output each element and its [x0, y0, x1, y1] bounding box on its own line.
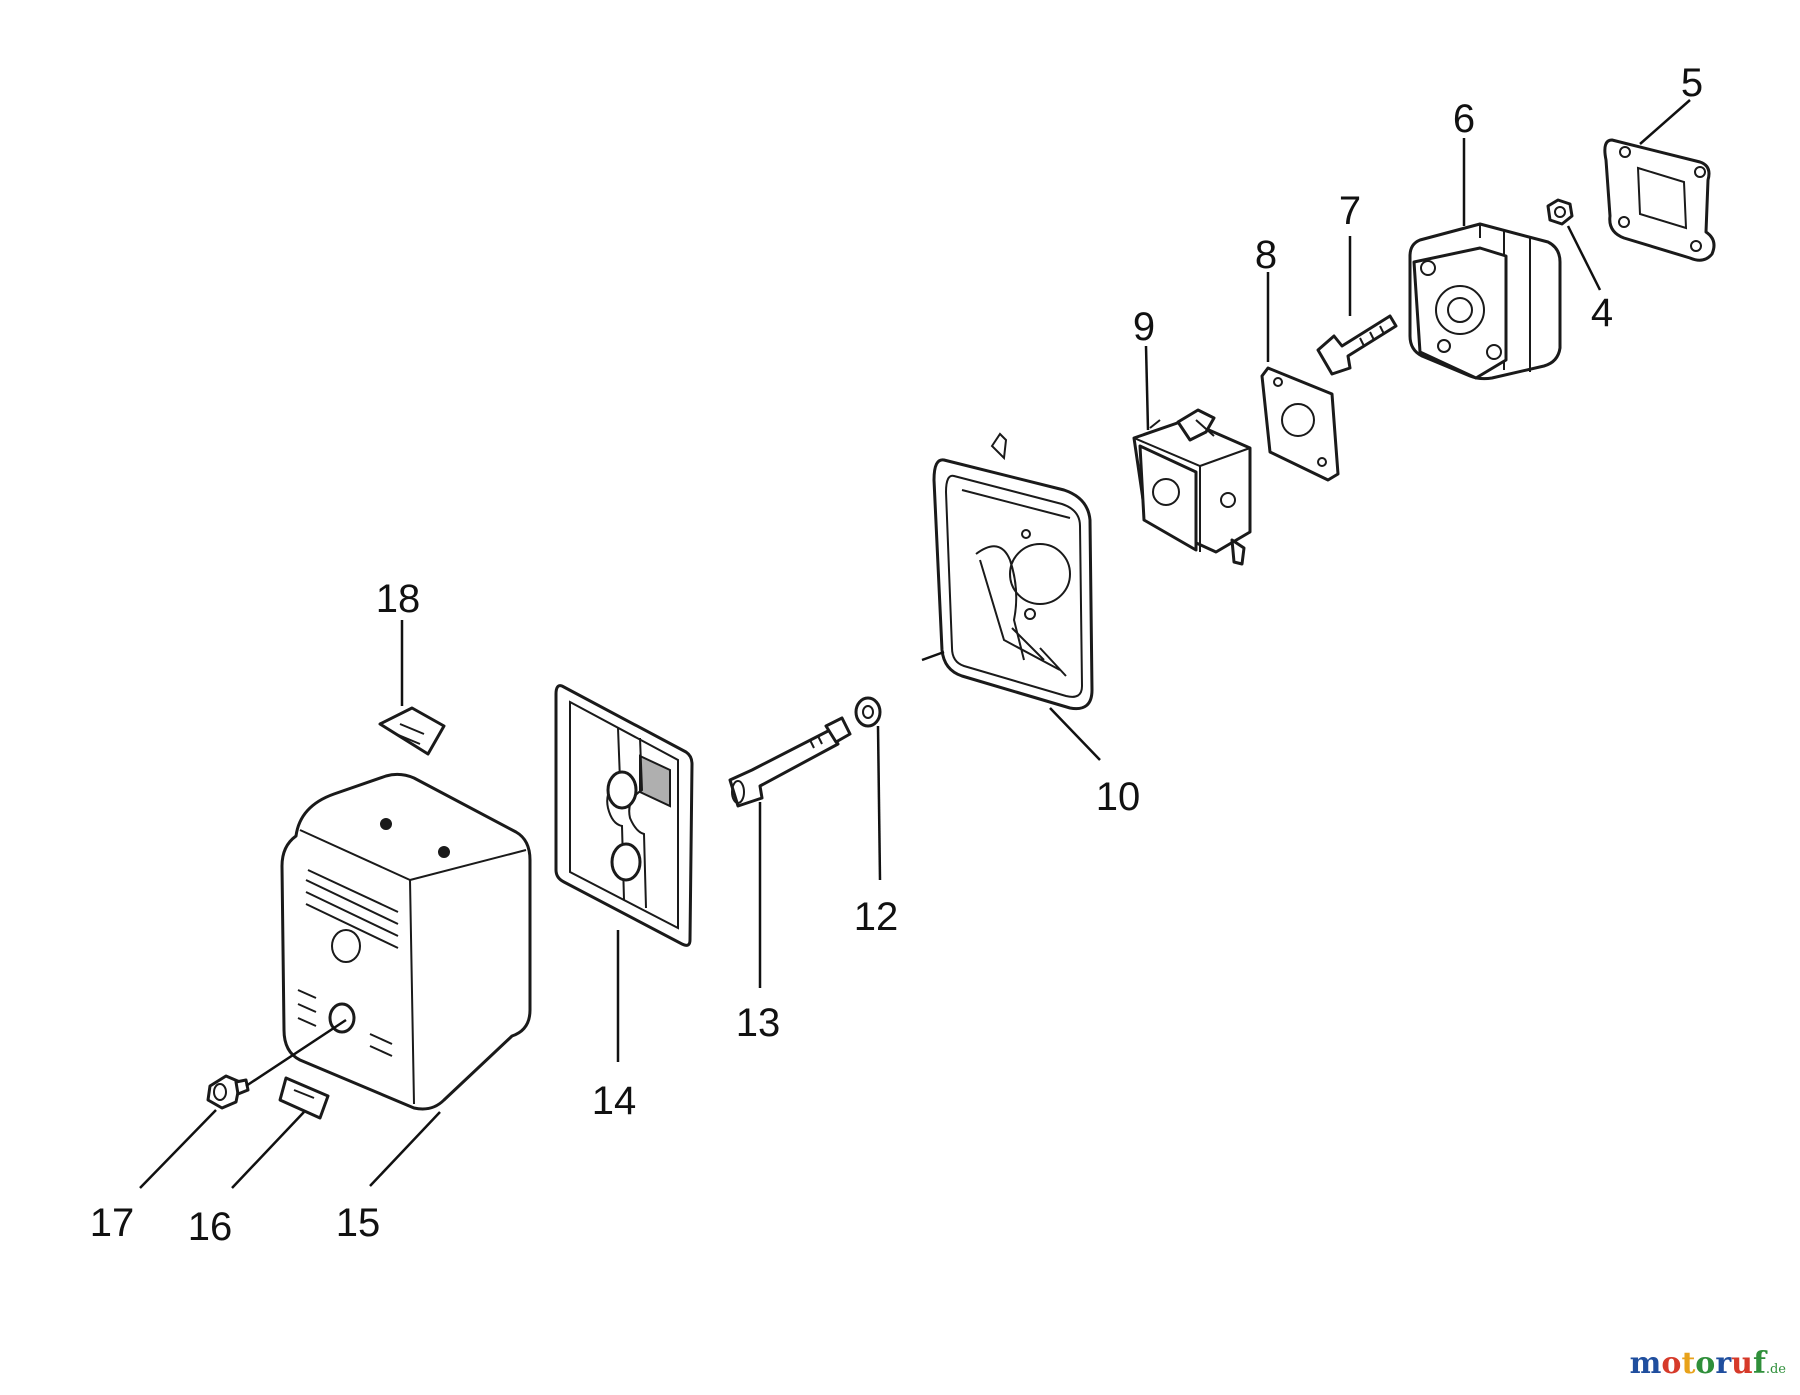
- part-18-plate: [378, 706, 446, 756]
- callout-5: 5: [1681, 61, 1703, 105]
- watermark-letter: f: [1752, 1346, 1766, 1381]
- callout-18: 18: [376, 577, 421, 621]
- watermark-letter: t: [1681, 1346, 1696, 1381]
- watermark-logo: motoruf.de: [1629, 1346, 1786, 1381]
- callout-4: 4: [1591, 291, 1613, 335]
- callout-6: 6: [1453, 97, 1475, 141]
- callout-13: 13: [736, 1001, 781, 1045]
- part-12-washer: [854, 696, 882, 728]
- callout-10: 10: [1096, 775, 1141, 819]
- watermark-letter: o: [1695, 1346, 1716, 1381]
- part-14-filter-element: [554, 684, 694, 947]
- leader-10: [1049, 707, 1101, 761]
- callout-17: 17: [90, 1201, 135, 1245]
- leader-17: [139, 1109, 217, 1189]
- leader-5: [1639, 99, 1691, 145]
- part-7-bolt: [1316, 314, 1398, 376]
- part-17-screw: [206, 1074, 250, 1110]
- watermark-letter: o: [1661, 1346, 1682, 1381]
- callout-16: 16: [188, 1205, 233, 1249]
- part-8-gasket: [1260, 366, 1340, 482]
- callout-12: 12: [854, 895, 899, 939]
- part-6-insulator-block: [1408, 222, 1562, 381]
- leader-16: [231, 1111, 305, 1189]
- part-16-label: [278, 1076, 330, 1120]
- watermark-letter: u: [1731, 1346, 1753, 1381]
- callout-15: 15: [336, 1201, 381, 1245]
- leader-9: [1144, 345, 1150, 431]
- callout-14: 14: [592, 1079, 637, 1123]
- part-15-air-cleaner-cover: [280, 772, 532, 1111]
- part-10-air-cleaner-base: [932, 432, 1094, 711]
- leader-12: [876, 725, 882, 881]
- watermark-letter: m: [1629, 1346, 1662, 1381]
- part-4-nut: [1546, 198, 1574, 226]
- part-9-carburetor: [1132, 408, 1252, 566]
- callout-8: 8: [1255, 233, 1277, 277]
- leader-4: [1566, 225, 1602, 291]
- watermark-letter: r: [1715, 1346, 1732, 1381]
- part-5-gasket: [1603, 138, 1716, 262]
- part-13-stud-bolt: [728, 716, 852, 808]
- callout-9: 9: [1133, 305, 1155, 349]
- leader-15: [369, 1111, 441, 1187]
- callout-7: 7: [1339, 189, 1361, 233]
